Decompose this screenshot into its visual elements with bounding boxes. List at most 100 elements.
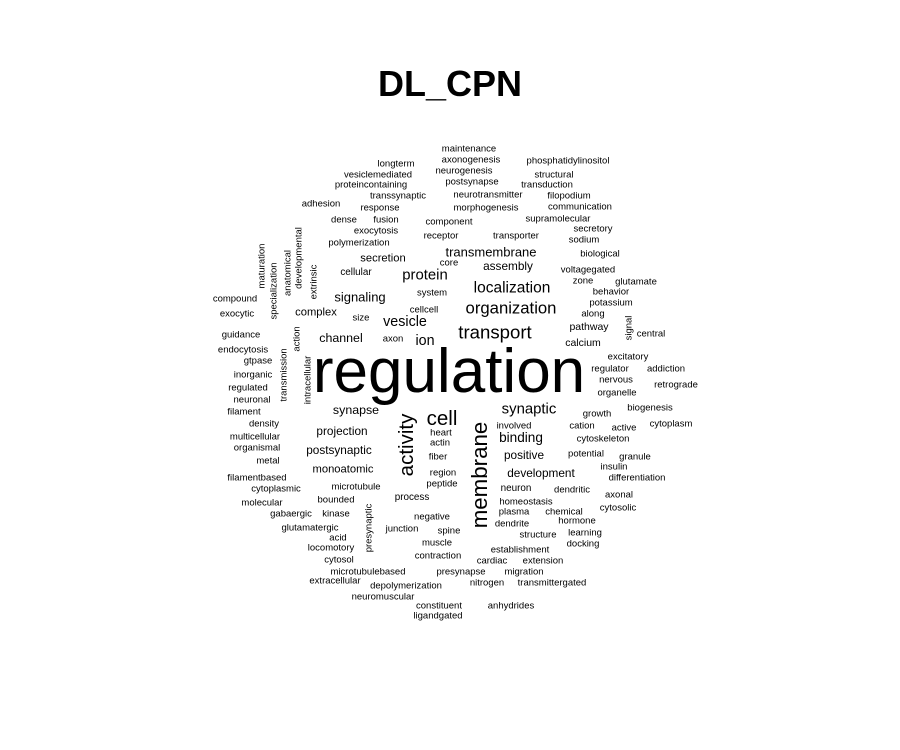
- word-developmental: developmental: [293, 227, 305, 289]
- word-exocytic: exocytic: [219, 308, 255, 320]
- word-cytoskeleton: cytoskeleton: [576, 433, 630, 445]
- word-localization: localization: [473, 279, 551, 297]
- word-neurogenesis: neurogenesis: [435, 165, 493, 177]
- word-fusion: fusion: [373, 214, 399, 226]
- word-involved: involved: [496, 420, 532, 432]
- word-supramolecular: supramolecular: [525, 213, 591, 225]
- word-zone: zone: [572, 275, 594, 287]
- word-peptide: peptide: [426, 478, 458, 490]
- word-filopodium: filopodium: [547, 190, 591, 202]
- word-membrane: membrane: [466, 421, 492, 529]
- word-action: action: [291, 326, 303, 352]
- word-region: region: [429, 467, 457, 479]
- word-signal: signal: [623, 315, 635, 341]
- word-actin: actin: [429, 437, 451, 449]
- word-transmittergated: transmittergated: [517, 577, 587, 589]
- word-potential: potential: [568, 448, 604, 460]
- word-junction: junction: [385, 523, 419, 535]
- word-organelle: organelle: [597, 387, 637, 399]
- word-specialization: specialization: [268, 262, 280, 320]
- word-transduction: transduction: [521, 179, 573, 191]
- word-retrograde: retrograde: [654, 379, 698, 391]
- word-density: density: [248, 418, 280, 430]
- word-fiber: fiber: [428, 451, 448, 463]
- word-guidance: guidance: [221, 329, 261, 341]
- word-compound: compound: [212, 293, 258, 305]
- word-development: development: [507, 466, 575, 481]
- word-depolymerization: depolymerization: [370, 580, 442, 592]
- word-migration: migration: [504, 566, 544, 578]
- word-morphogenesis: morphogenesis: [453, 202, 519, 214]
- word-ligandgated: ligandgated: [413, 610, 463, 622]
- word-glutamate: glutamate: [615, 276, 657, 288]
- word-maturation: maturation: [256, 243, 268, 289]
- word-dendritic: dendritic: [554, 484, 590, 496]
- word-binding: binding: [499, 430, 543, 446]
- word-establishment: establishment: [490, 544, 550, 556]
- word-vesicle: vesicle: [383, 313, 427, 330]
- word-core: core: [439, 257, 459, 269]
- word-filamentbased: filamentbased: [227, 472, 287, 484]
- word-adhesion: adhesion: [301, 198, 341, 210]
- word-acid: acid: [329, 532, 347, 544]
- word-polymerization: polymerization: [328, 237, 390, 249]
- word-constituent: constituent: [416, 600, 462, 612]
- word-extrinsic: extrinsic: [308, 264, 320, 300]
- word-transmembrane: transmembrane: [445, 244, 537, 260]
- word-biological: biological: [580, 248, 620, 260]
- word-protein: protein: [402, 267, 448, 284]
- word-neurotransmitter: neurotransmitter: [453, 189, 523, 201]
- word-inorganic: inorganic: [233, 369, 273, 381]
- word-complex: complex: [295, 306, 337, 319]
- word-microtubulebased: microtubulebased: [330, 566, 406, 578]
- word-docking: docking: [566, 538, 600, 550]
- word-kinase: kinase: [322, 508, 350, 520]
- word-behavior: behavior: [592, 286, 630, 298]
- word-neuromuscular: neuromuscular: [351, 591, 415, 603]
- word-axonogenesis: axonogenesis: [441, 154, 501, 166]
- word-heart: heart: [430, 427, 452, 439]
- word-regulated: regulated: [228, 382, 268, 394]
- word-organization: organization: [465, 298, 557, 318]
- word-postsynapse: postsynapse: [445, 176, 499, 188]
- chart-title: DL_CPN: [377, 63, 523, 104]
- word-dense: dense: [331, 214, 357, 226]
- word-extension: extension: [522, 555, 564, 567]
- word-structure: structure: [519, 529, 557, 541]
- word-component: component: [425, 216, 473, 228]
- word-channel: channel: [319, 330, 363, 345]
- word-endocytosis: endocytosis: [217, 344, 269, 356]
- word-secretory: secretory: [573, 223, 613, 235]
- word-cardiac: cardiac: [476, 555, 508, 567]
- word-transsynaptic: transsynaptic: [370, 190, 426, 202]
- word-cell: cell: [426, 406, 458, 430]
- word-learning: learning: [568, 527, 602, 539]
- word-plasma: plasma: [498, 506, 530, 518]
- word-response: response: [360, 202, 400, 214]
- word-metal: metal: [256, 455, 280, 467]
- word-vesiclemediated: vesiclemediated: [343, 169, 413, 181]
- word-presynapse: presynapse: [436, 566, 486, 578]
- word-neuron: neuron: [500, 483, 532, 495]
- word-granule: granule: [619, 451, 651, 463]
- word-contraction: contraction: [414, 550, 462, 562]
- word-molecular: molecular: [241, 497, 283, 509]
- word-neuronal: neuronal: [233, 394, 271, 406]
- word-addiction: addiction: [646, 363, 686, 375]
- word-presynaptic: presynaptic: [363, 503, 375, 553]
- word-projection: projection: [316, 424, 368, 439]
- word-multicellular: multicellular: [229, 431, 281, 443]
- word-potassium: potassium: [589, 297, 633, 309]
- word-cytosol: cytosol: [324, 554, 354, 566]
- word-extracellular: extracellular: [309, 575, 361, 587]
- word-excitatory: excitatory: [607, 351, 649, 363]
- word-intracellular: intracellular: [302, 355, 314, 405]
- word-transporter: transporter: [493, 230, 539, 242]
- word-spine: spine: [437, 525, 461, 537]
- word-voltagegated: voltagegated: [560, 264, 616, 276]
- word-calcium: calcium: [565, 336, 601, 349]
- word-gabaergic: gabaergic: [270, 508, 312, 520]
- word-central: central: [636, 328, 666, 340]
- word-receptor: receptor: [423, 230, 459, 242]
- word-microtubule: microtubule: [331, 481, 381, 493]
